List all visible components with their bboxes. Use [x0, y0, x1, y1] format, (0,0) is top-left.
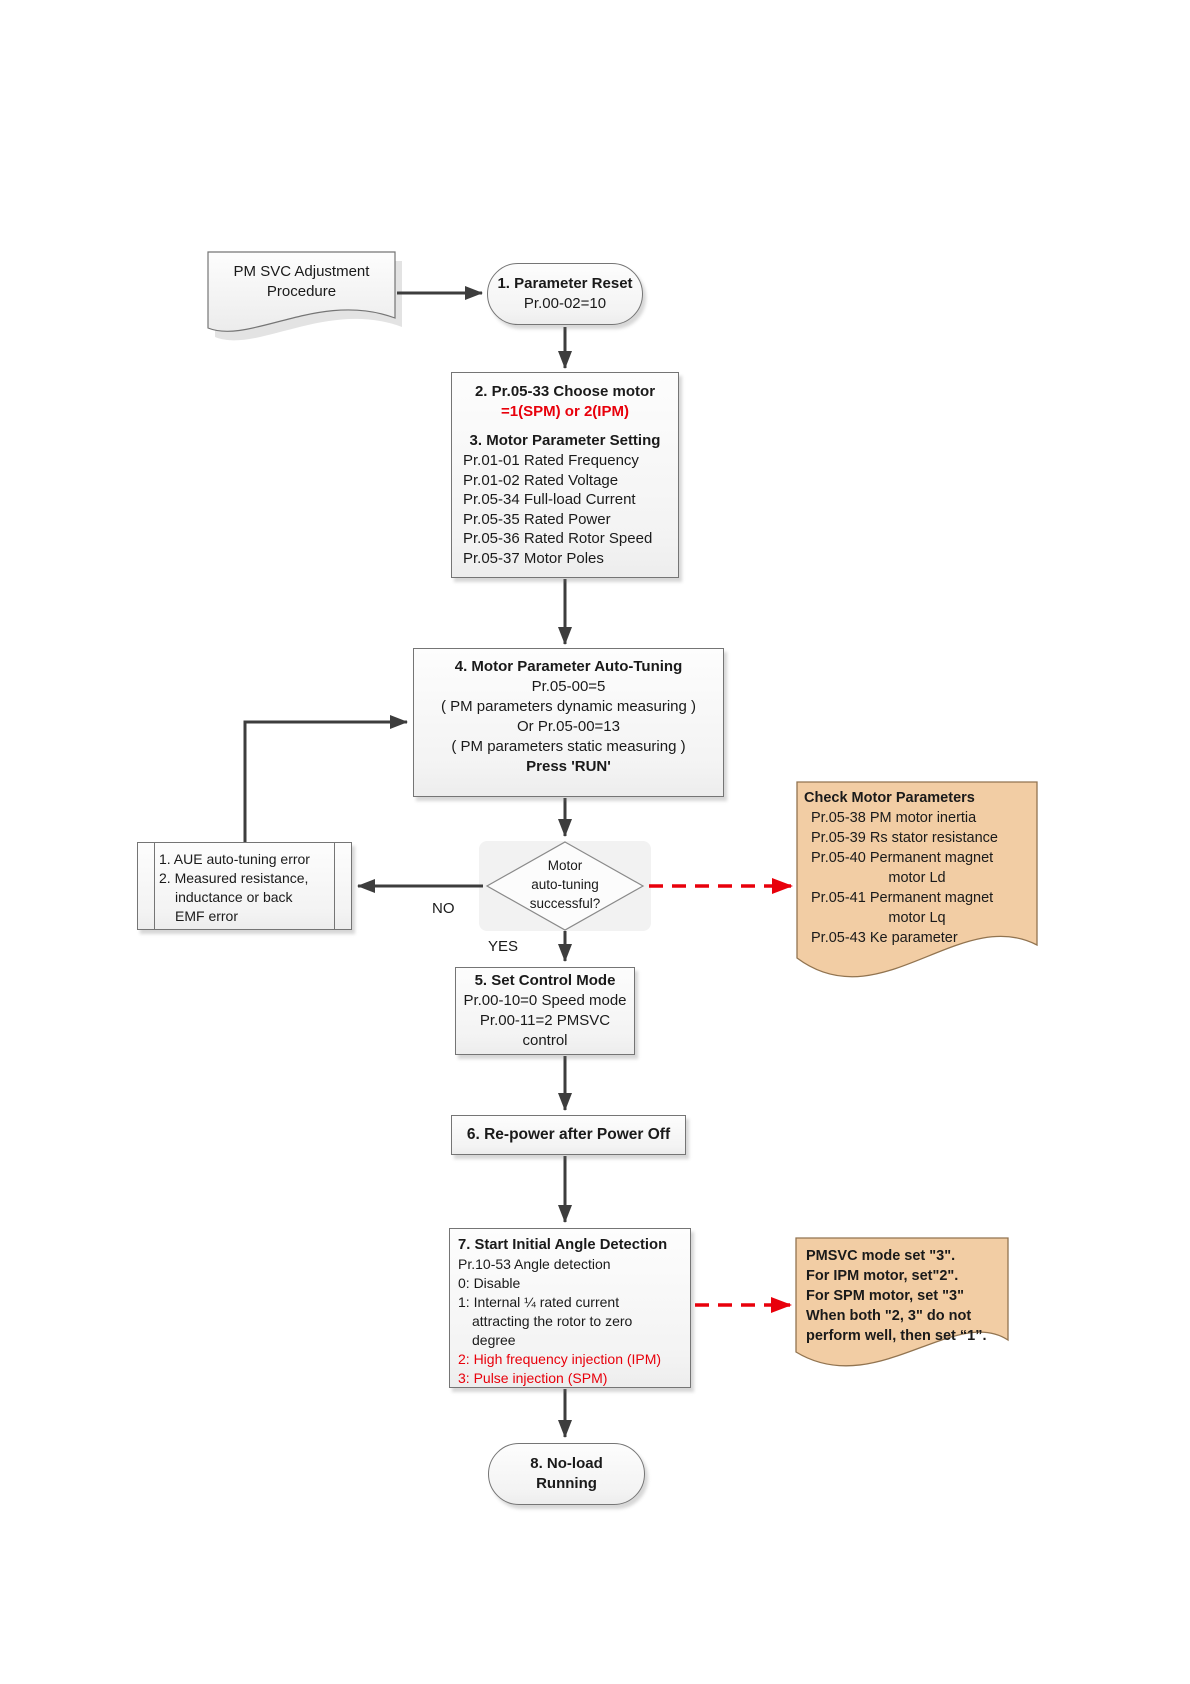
error-note-side-bar	[334, 843, 335, 929]
pmsvc-note-line: PMSVC mode set "3".	[806, 1248, 956, 1264]
step4-process: 4. Motor Parameter Auto-Tuning Pr.05-00=…	[413, 648, 724, 797]
step5-line: Pr.00-11=2 PMSVC control	[479, 1012, 611, 1049]
pmsvc-note-line: perform well, then set “1”.	[806, 1328, 987, 1344]
step1-terminator: 1. Parameter Reset Pr.00-02=10	[487, 263, 643, 325]
check-parameters-line: Pr.05-39 Rs stator resistance	[811, 830, 998, 846]
decision-diamond-shape	[485, 841, 645, 931]
step6-process: 6. Re-power after Power Off	[451, 1115, 686, 1155]
decision-no-label: NO	[432, 900, 455, 917]
step4-line: Pr.05-00=5	[531, 678, 606, 695]
step8-title: Running	[536, 1475, 597, 1492]
step8-terminator: 8. No-load Running	[488, 1443, 645, 1505]
decision-text: successful?	[529, 896, 601, 911]
step2-title: 2. Pr.05-33 Choose motor	[474, 383, 656, 400]
step3-param: Pr.05-34 Full-load Current	[463, 491, 636, 508]
step7-red-option: 3: Pulse injection (SPM)	[458, 1370, 608, 1386]
check-parameters-line: Pr.05-40 Permanent magnet	[811, 850, 994, 866]
step4-press-run: Press 'RUN'	[526, 758, 611, 775]
decision-yes-label: YES	[488, 938, 519, 955]
step6-title: 6. Re-power after Power Off	[466, 1126, 671, 1143]
step1-subtitle: Pr.00-02=10	[523, 295, 607, 312]
step3-param: Pr.01-02 Rated Voltage	[463, 471, 619, 489]
pmsvc-note-line: For IPM motor, set"2".	[806, 1268, 959, 1284]
step3-param: Pr.05-36 Rated Rotor Speed	[463, 530, 653, 547]
step3-param: Pr.05-37 Motor Poles	[463, 549, 604, 567]
step7-line: degree	[472, 1332, 516, 1348]
error-note-side-bar	[154, 843, 155, 929]
step7-red-option: 2: High frequency injection (IPM)	[458, 1351, 662, 1367]
step5-process: 5. Set Control Mode Pr.00-10=0 Speed mod…	[455, 967, 635, 1055]
step4-title: 4. Motor Parameter Auto-Tuning	[454, 658, 683, 675]
step7-title: 7. Start Initial Angle Detection	[458, 1237, 668, 1253]
step5-title: 5. Set Control Mode	[474, 972, 616, 989]
step3-param: Pr.01-01 Rated Frequency	[463, 452, 639, 469]
step4-line: Or Pr.05-00=13	[517, 718, 620, 735]
step7-line: attracting the rotor to zero	[472, 1313, 633, 1329]
start-document-text: Procedure	[266, 283, 337, 300]
step5-line: Pr.00-10=0 Speed mode	[463, 992, 627, 1009]
error-note-line: 1. AUE auto-tuning error	[159, 851, 310, 867]
step3-title: 3. Motor Parameter Setting	[469, 432, 661, 449]
start-document-text: PM SVC Adjustment	[233, 263, 370, 280]
step8-title: 8. No-load	[530, 1455, 603, 1472]
arrow-error-feedback-to-step4	[243, 715, 408, 842]
pmsvc-note-line: When both "2, 3" do not	[806, 1308, 972, 1324]
decision-text: Motor	[547, 858, 583, 873]
decision-diamond: Motor auto-tuning successful?	[487, 856, 643, 913]
check-parameters-line: motor Lq	[888, 910, 946, 926]
step7-line: Pr.10-53 Angle detection	[458, 1256, 611, 1272]
start-document-shape	[207, 251, 396, 332]
check-parameters-title: Check Motor Parameters	[804, 790, 975, 806]
check-parameters-line: Pr.05-38 PM motor inertia	[811, 810, 977, 826]
error-note-line: inductance or back	[175, 889, 293, 905]
decision-text: auto-tuning	[531, 877, 599, 892]
step7-line: 1: Internal ¼ rated current	[458, 1294, 620, 1310]
pmsvc-note: PMSVC mode set "3". For IPM motor, set"2…	[796, 1246, 1008, 1346]
check-parameters-note: Check Motor Parameters Pr.05-38 PM motor…	[797, 788, 1037, 948]
check-parameters-line: motor Ld	[888, 870, 946, 886]
check-parameters-note-shape	[796, 781, 1038, 978]
step2-red-setting: =1(SPM) or 2(IPM)	[501, 403, 629, 420]
check-parameters-line: Pr.05-43 Ke parameter	[811, 930, 958, 946]
start-document: PM SVC Adjustment Procedure	[208, 262, 395, 302]
step4-line: ( PM parameters static measuring )	[451, 738, 686, 755]
pmsvc-note-line: For SPM motor, set "3"	[806, 1288, 964, 1304]
check-parameters-line: Pr.05-41 Permanent magnet	[811, 890, 994, 906]
error-note-line: 2. Measured resistance,	[159, 870, 309, 886]
pmsvc-note-shape	[795, 1237, 1009, 1367]
step4-line: ( PM parameters dynamic measuring )	[440, 698, 697, 715]
error-note: 1. AUE auto-tuning error 2. Measured res…	[137, 842, 352, 930]
step7-line: 0: Disable	[458, 1275, 521, 1291]
step2-3-process: 2. Pr.05-33 Choose motor =1(SPM) or 2(IP…	[451, 372, 679, 578]
step1-title: 1. Parameter Reset	[497, 275, 633, 292]
step7-process: 7. Start Initial Angle Detection Pr.10-5…	[449, 1228, 691, 1388]
step3-param: Pr.05-35 Rated Power	[463, 510, 611, 528]
error-note-line: EMF error	[175, 908, 238, 924]
